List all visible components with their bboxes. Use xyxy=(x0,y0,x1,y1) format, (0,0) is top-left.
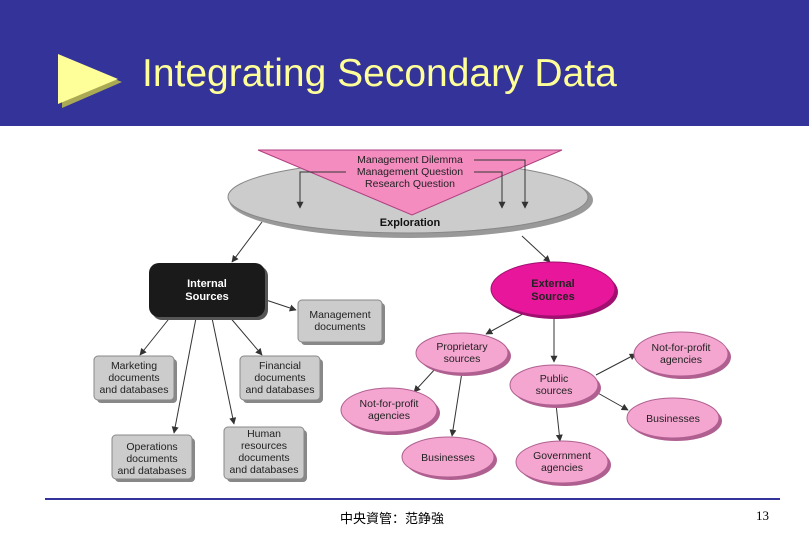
operations-docs-line-1: Operations xyxy=(126,441,177,453)
operations-docs-line-3: and databases xyxy=(118,465,187,477)
operations-docs-line-2: documents xyxy=(126,453,177,465)
financial-docs-line-1: Financial xyxy=(259,360,301,372)
financial-documents-box: Financial documents and databases xyxy=(239,355,323,403)
proprietary-line-2: sources xyxy=(444,353,481,365)
internal-label-1: Internal xyxy=(187,278,227,290)
government-agencies-node: Government agencies xyxy=(515,440,611,486)
financial-docs-line-2: documents xyxy=(254,372,305,384)
government-line-1: Government xyxy=(533,450,591,462)
proprietary-line-1: Proprietary xyxy=(436,341,488,353)
operations-documents-box: Operations documents and databases xyxy=(111,434,195,482)
public-line-2: sources xyxy=(536,385,573,397)
businesses-right-node: Businesses xyxy=(626,397,722,441)
external-label-1: External xyxy=(531,278,574,290)
management-docs-line-1: Management xyxy=(309,309,370,321)
marketing-docs-line-3: and databases xyxy=(100,384,169,396)
businesses-left-label: Businesses xyxy=(421,452,475,464)
hr-docs-line-4: and databases xyxy=(230,464,299,476)
businesses-right-label: Businesses xyxy=(646,413,700,425)
internal-sources-node xyxy=(149,263,265,317)
public-line-1: Public xyxy=(540,373,569,385)
funnel-line-1: Management Dilemma xyxy=(357,154,463,166)
management-docs-line-2: documents xyxy=(314,321,365,333)
human-resources-documents-box: Human resources documents and databases xyxy=(223,426,307,482)
footer-author: 中央資管：范錚強 xyxy=(340,512,445,527)
external-sources-node xyxy=(490,261,616,317)
external-label-2: Sources xyxy=(531,291,574,303)
bullet-arrow-icon xyxy=(58,54,122,108)
not-for-profit-left-node: Not-for-profit agencies xyxy=(340,387,440,435)
footer-divider xyxy=(45,498,780,500)
proprietary-sources-node: Proprietary sources xyxy=(415,332,511,376)
internal-label-2: Sources xyxy=(185,291,228,303)
management-documents-box: Management documents xyxy=(297,299,385,345)
financial-docs-line-3: and databases xyxy=(246,384,315,396)
marketing-docs-line-2: documents xyxy=(108,372,159,384)
marketing-docs-line-1: Marketing xyxy=(111,360,157,372)
nfp-right-line-1: Not-for-profit xyxy=(652,342,711,354)
marketing-documents-box: Marketing documents and databases xyxy=(93,355,177,403)
funnel-line-2: Management Question xyxy=(357,166,463,178)
nfp-left-line-2: agencies xyxy=(368,410,410,422)
businesses-left-node: Businesses xyxy=(401,436,497,480)
hr-docs-line-3: documents xyxy=(238,452,289,464)
exploration-label: Exploration xyxy=(380,217,441,229)
nfp-right-line-2: agencies xyxy=(660,354,702,366)
funnel-line-3: Research Question xyxy=(365,178,455,190)
hr-docs-line-1: Human xyxy=(247,428,281,440)
not-for-profit-right-node: Not-for-profit agencies xyxy=(633,331,731,379)
page-number: 13 xyxy=(756,508,769,523)
government-line-2: agencies xyxy=(541,462,583,474)
title-bar xyxy=(0,0,809,126)
hr-docs-line-2: resources xyxy=(241,440,287,452)
nfp-left-line-1: Not-for-profit xyxy=(360,398,419,410)
funnel-triangle xyxy=(257,149,563,216)
slide-title: Integrating Secondary Data xyxy=(142,52,617,95)
public-sources-node: Public sources xyxy=(509,364,601,408)
